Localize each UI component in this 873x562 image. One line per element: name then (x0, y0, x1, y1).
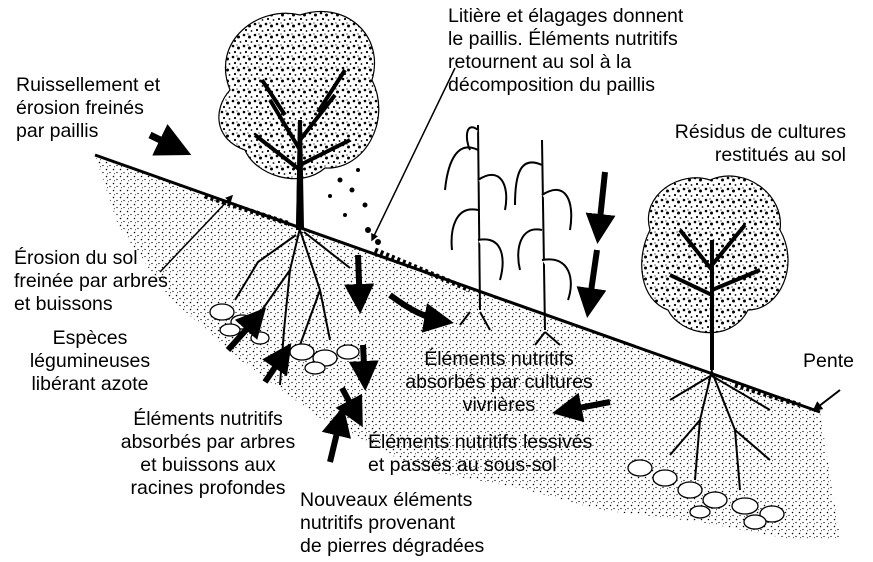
arrow-litter (372, 68, 455, 240)
label-deep-roots: Éléments nutritifs absorbés par arbres e… (98, 408, 318, 500)
arrow-down-2 (363, 345, 365, 385)
label-slope: Pente (803, 350, 854, 373)
label-litter: Litière et élagages donnent le paillis. … (448, 5, 683, 97)
label-food-crops: Éléments nutritifs absorbés par cultures… (388, 348, 610, 417)
label-soil-erosion: Érosion du sol freinée par arbres et bui… (14, 247, 168, 316)
arrow-residues-1 (598, 172, 605, 238)
label-runoff: Ruissellement et érosion freinés par pai… (16, 74, 160, 143)
arrow-slope (814, 390, 840, 410)
arrow-residues-2 (588, 250, 597, 312)
label-residues: Résidus de cultures restitués au sol (610, 121, 846, 167)
litter-particles (328, 168, 381, 245)
arrow-down-1 (358, 255, 360, 308)
label-leached: Éléments nutritifs lessivés et passés au… (368, 431, 592, 477)
label-legumes: Espèces légumineuses libérant azote (10, 327, 170, 396)
label-stones: Nouveaux éléments nutritifs provenant de… (300, 489, 484, 558)
